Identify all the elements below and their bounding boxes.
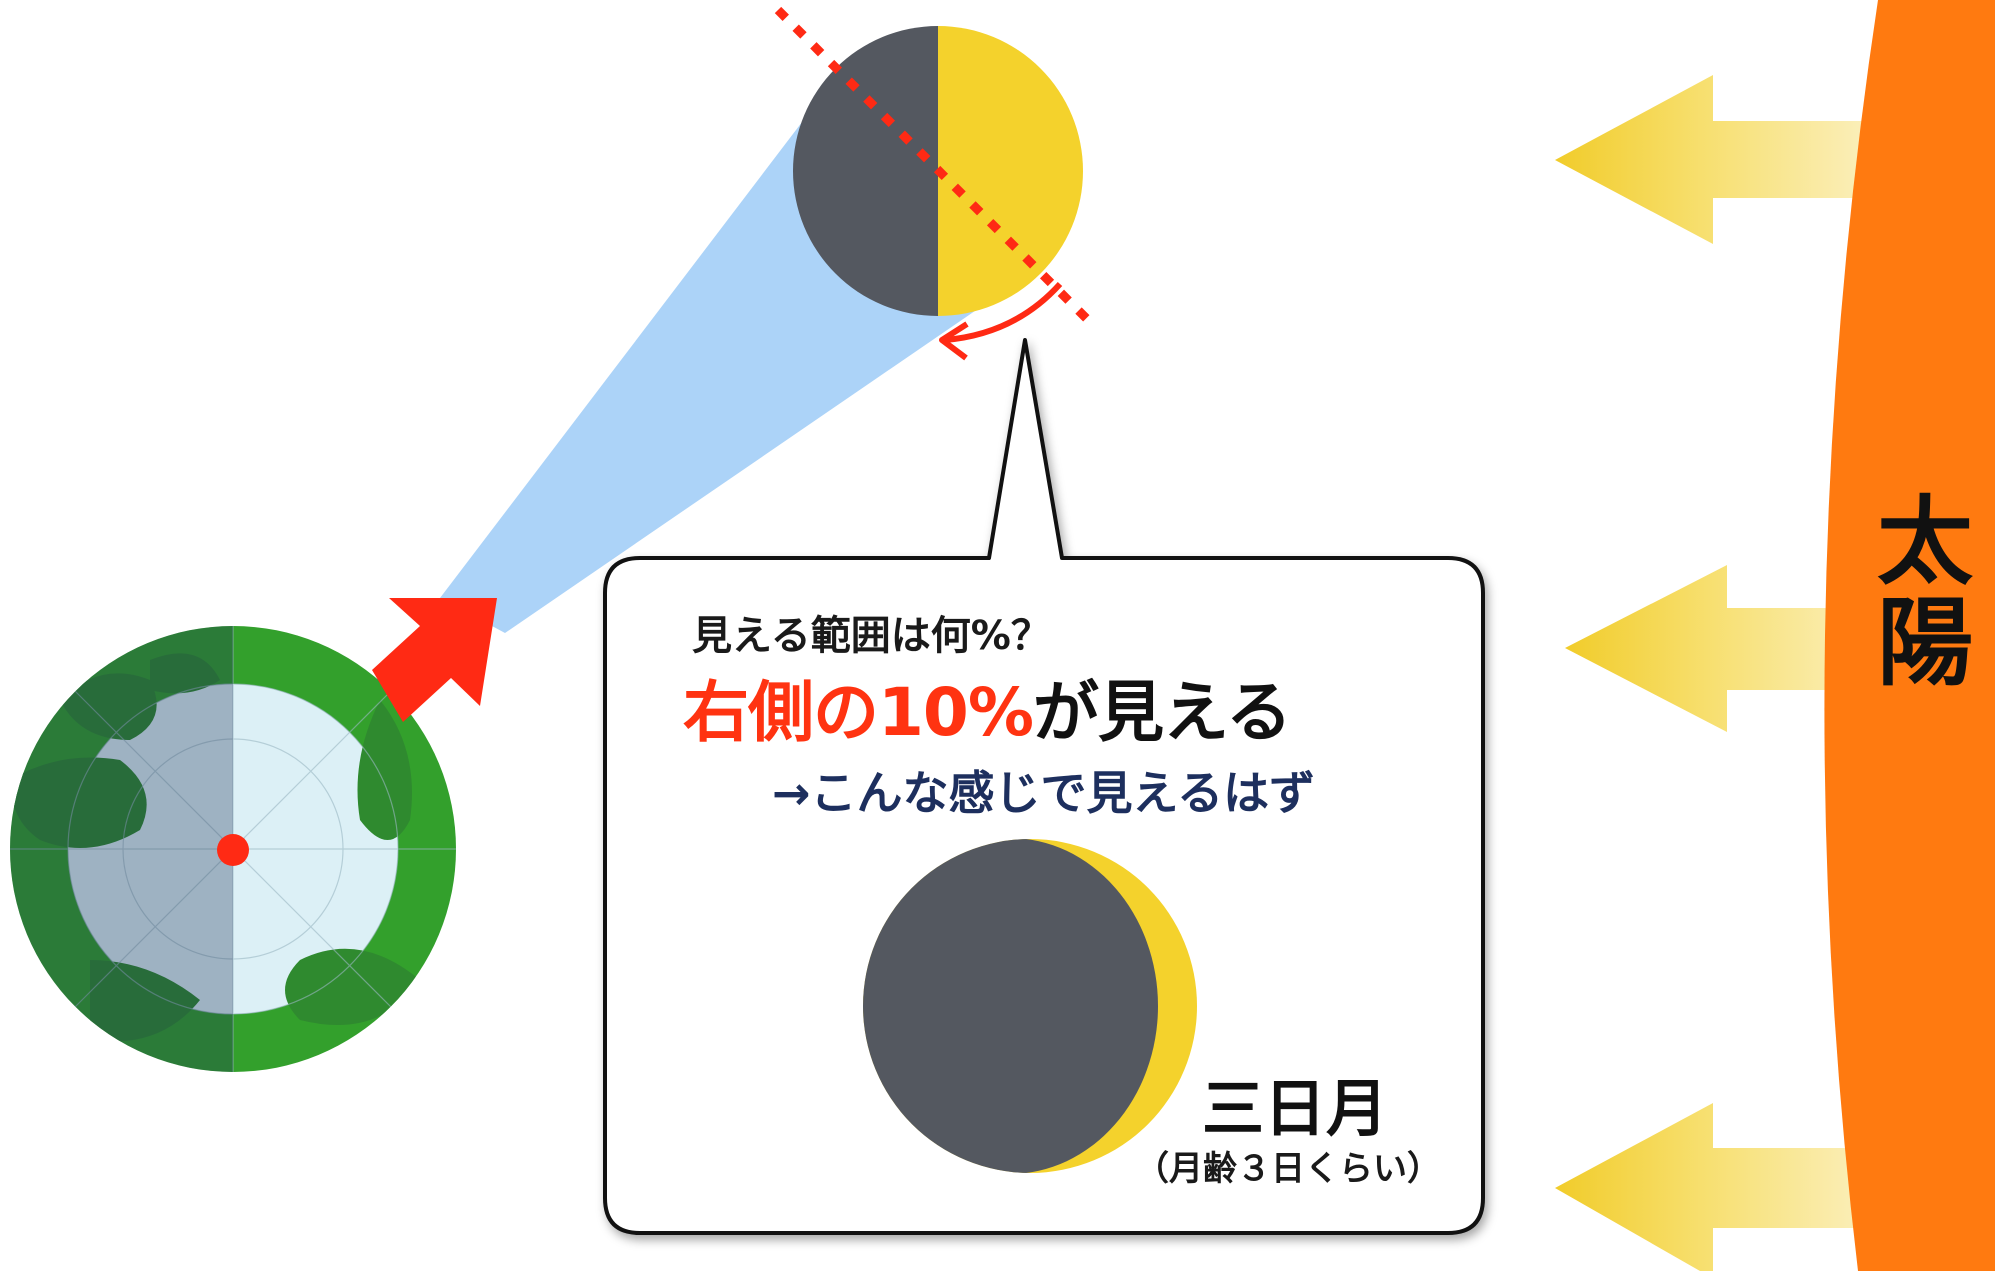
earth-night-side: [10, 626, 233, 1072]
moon-age-label: （月齢３日くらい）: [1135, 1149, 1441, 1189]
sunlight-arrow-top: [1555, 75, 1880, 244]
answer-text: 右側の10%が見える: [683, 680, 1292, 746]
observer-point: [217, 834, 249, 866]
question-text: 見える範囲は何%？: [692, 613, 1051, 659]
orbit-moon: [793, 26, 1083, 316]
note-text: →こんな感じで見えるはず: [772, 766, 1316, 820]
speech-bubble: [603, 338, 1485, 1235]
answer-rest: が見える: [1032, 674, 1292, 751]
rotation-arrow: [939, 281, 1063, 361]
sunlight-rays: [1555, 75, 1880, 1271]
sunlight-arrow-bottom: [1555, 1103, 1880, 1271]
moon-phase-name: 三日月: [1202, 1072, 1389, 1145]
answer-highlight: 右側の10%: [683, 674, 1034, 751]
moon-dark-half: [793, 26, 938, 316]
sun: [1824, 0, 1995, 1271]
sun-label: 太陽: [1877, 486, 1973, 699]
crescent-moon: [863, 839, 1197, 1173]
sunlight-arrow-middle: [1565, 565, 1880, 732]
moon-lit-half: [938, 26, 1083, 316]
direction-arrow: [372, 598, 497, 722]
